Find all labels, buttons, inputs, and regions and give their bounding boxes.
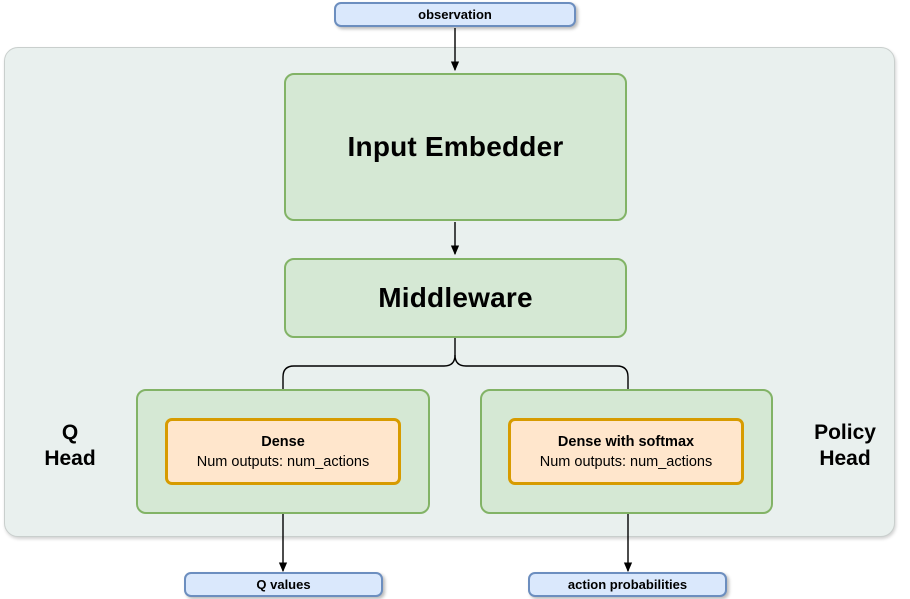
node-q-head-dense-subtitle: Num outputs: num_actions	[196, 453, 370, 470]
node-q-values[interactable]: Q values	[184, 572, 383, 597]
node-policy-head-dense-title: Dense with softmax	[557, 433, 695, 450]
node-policy-head-dense-subtitle: Num outputs: num_actions	[539, 453, 713, 470]
node-action-probabilities[interactable]: action probabilities	[528, 572, 727, 597]
node-policy-head-dense[interactable]: Dense with softmax Num outputs: num_acti…	[508, 418, 744, 485]
label-q-head: Q Head	[44, 421, 96, 470]
node-q-head-dense[interactable]: Dense Num outputs: num_actions	[165, 418, 401, 485]
label-policy-head: Policy Head	[814, 421, 876, 470]
node-observation-label: observation	[418, 7, 492, 22]
node-observation[interactable]: observation	[334, 2, 576, 27]
node-input-embedder-label: Input Embedder	[347, 131, 564, 162]
node-q-head-dense-title: Dense	[261, 433, 305, 450]
node-input-embedder[interactable]: Input Embedder	[284, 73, 627, 221]
node-middleware-label: Middleware	[378, 282, 533, 313]
node-middleware[interactable]: Middleware	[284, 258, 627, 338]
node-q-values-label: Q values	[256, 577, 311, 592]
node-action-probabilities-label: action probabilities	[567, 577, 688, 592]
